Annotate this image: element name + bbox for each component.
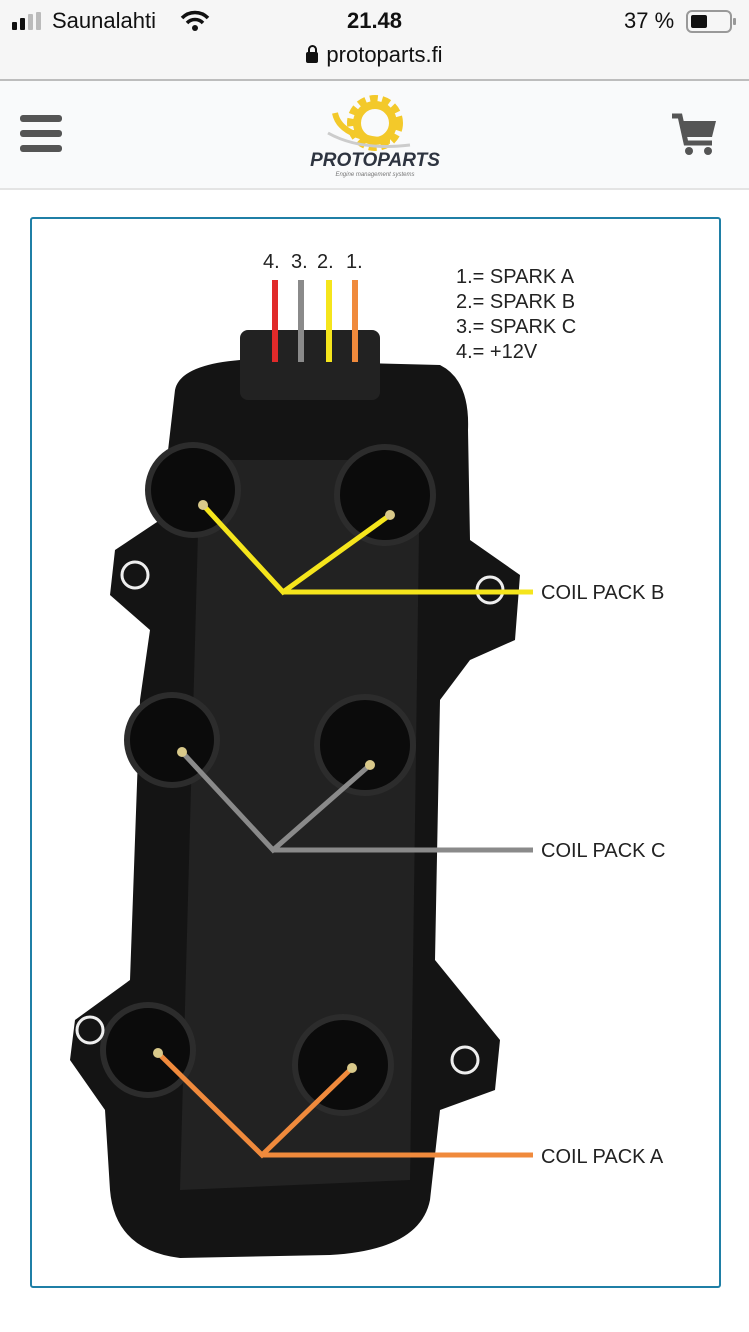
site-header: PROTOPARTS Engine management systems bbox=[0, 81, 749, 190]
battery-percent: 37 % bbox=[624, 8, 675, 33]
clock: 21.48 bbox=[346, 8, 403, 33]
pin-number-1: 1. bbox=[346, 251, 363, 273]
label-coil-pack-a: COIL PACK A bbox=[541, 1146, 664, 1168]
label-coil-pack-b: COIL PACK B bbox=[541, 582, 664, 604]
logo-text: PROTOPARTS bbox=[310, 150, 440, 171]
menu-icon[interactable] bbox=[20, 115, 62, 153]
gear-logo-icon bbox=[327, 95, 411, 151]
pin-number-4: 4. bbox=[263, 251, 280, 273]
battery-icon bbox=[686, 10, 736, 33]
cart-icon[interactable] bbox=[670, 113, 718, 157]
signal-icon bbox=[12, 12, 41, 30]
carrier-name: Saunalahti bbox=[52, 8, 156, 33]
label-coil-pack-c: COIL PACK C bbox=[541, 840, 665, 862]
legend-12v: 4.= +12V bbox=[456, 341, 538, 363]
legend-spark-c: 3.= SPARK C bbox=[456, 316, 576, 338]
pin-number-3: 3. bbox=[291, 251, 308, 273]
logo-tagline: Engine management systems bbox=[335, 172, 415, 178]
wifi-icon bbox=[180, 10, 210, 31]
lock-icon bbox=[306, 45, 319, 63]
legend-spark-b: 2.= SPARK B bbox=[456, 291, 575, 313]
pin-number-2: 2. bbox=[317, 251, 334, 273]
url-text: protoparts.fi bbox=[326, 42, 443, 67]
address-bar[interactable]: protoparts.fi bbox=[0, 42, 749, 68]
logo[interactable]: PROTOPARTS Engine management systems bbox=[300, 93, 450, 183]
status-bar: Saunalahti 21.48 37 % protoparts.fi bbox=[0, 0, 749, 81]
legend-spark-a: 1.= SPARK A bbox=[456, 266, 575, 288]
